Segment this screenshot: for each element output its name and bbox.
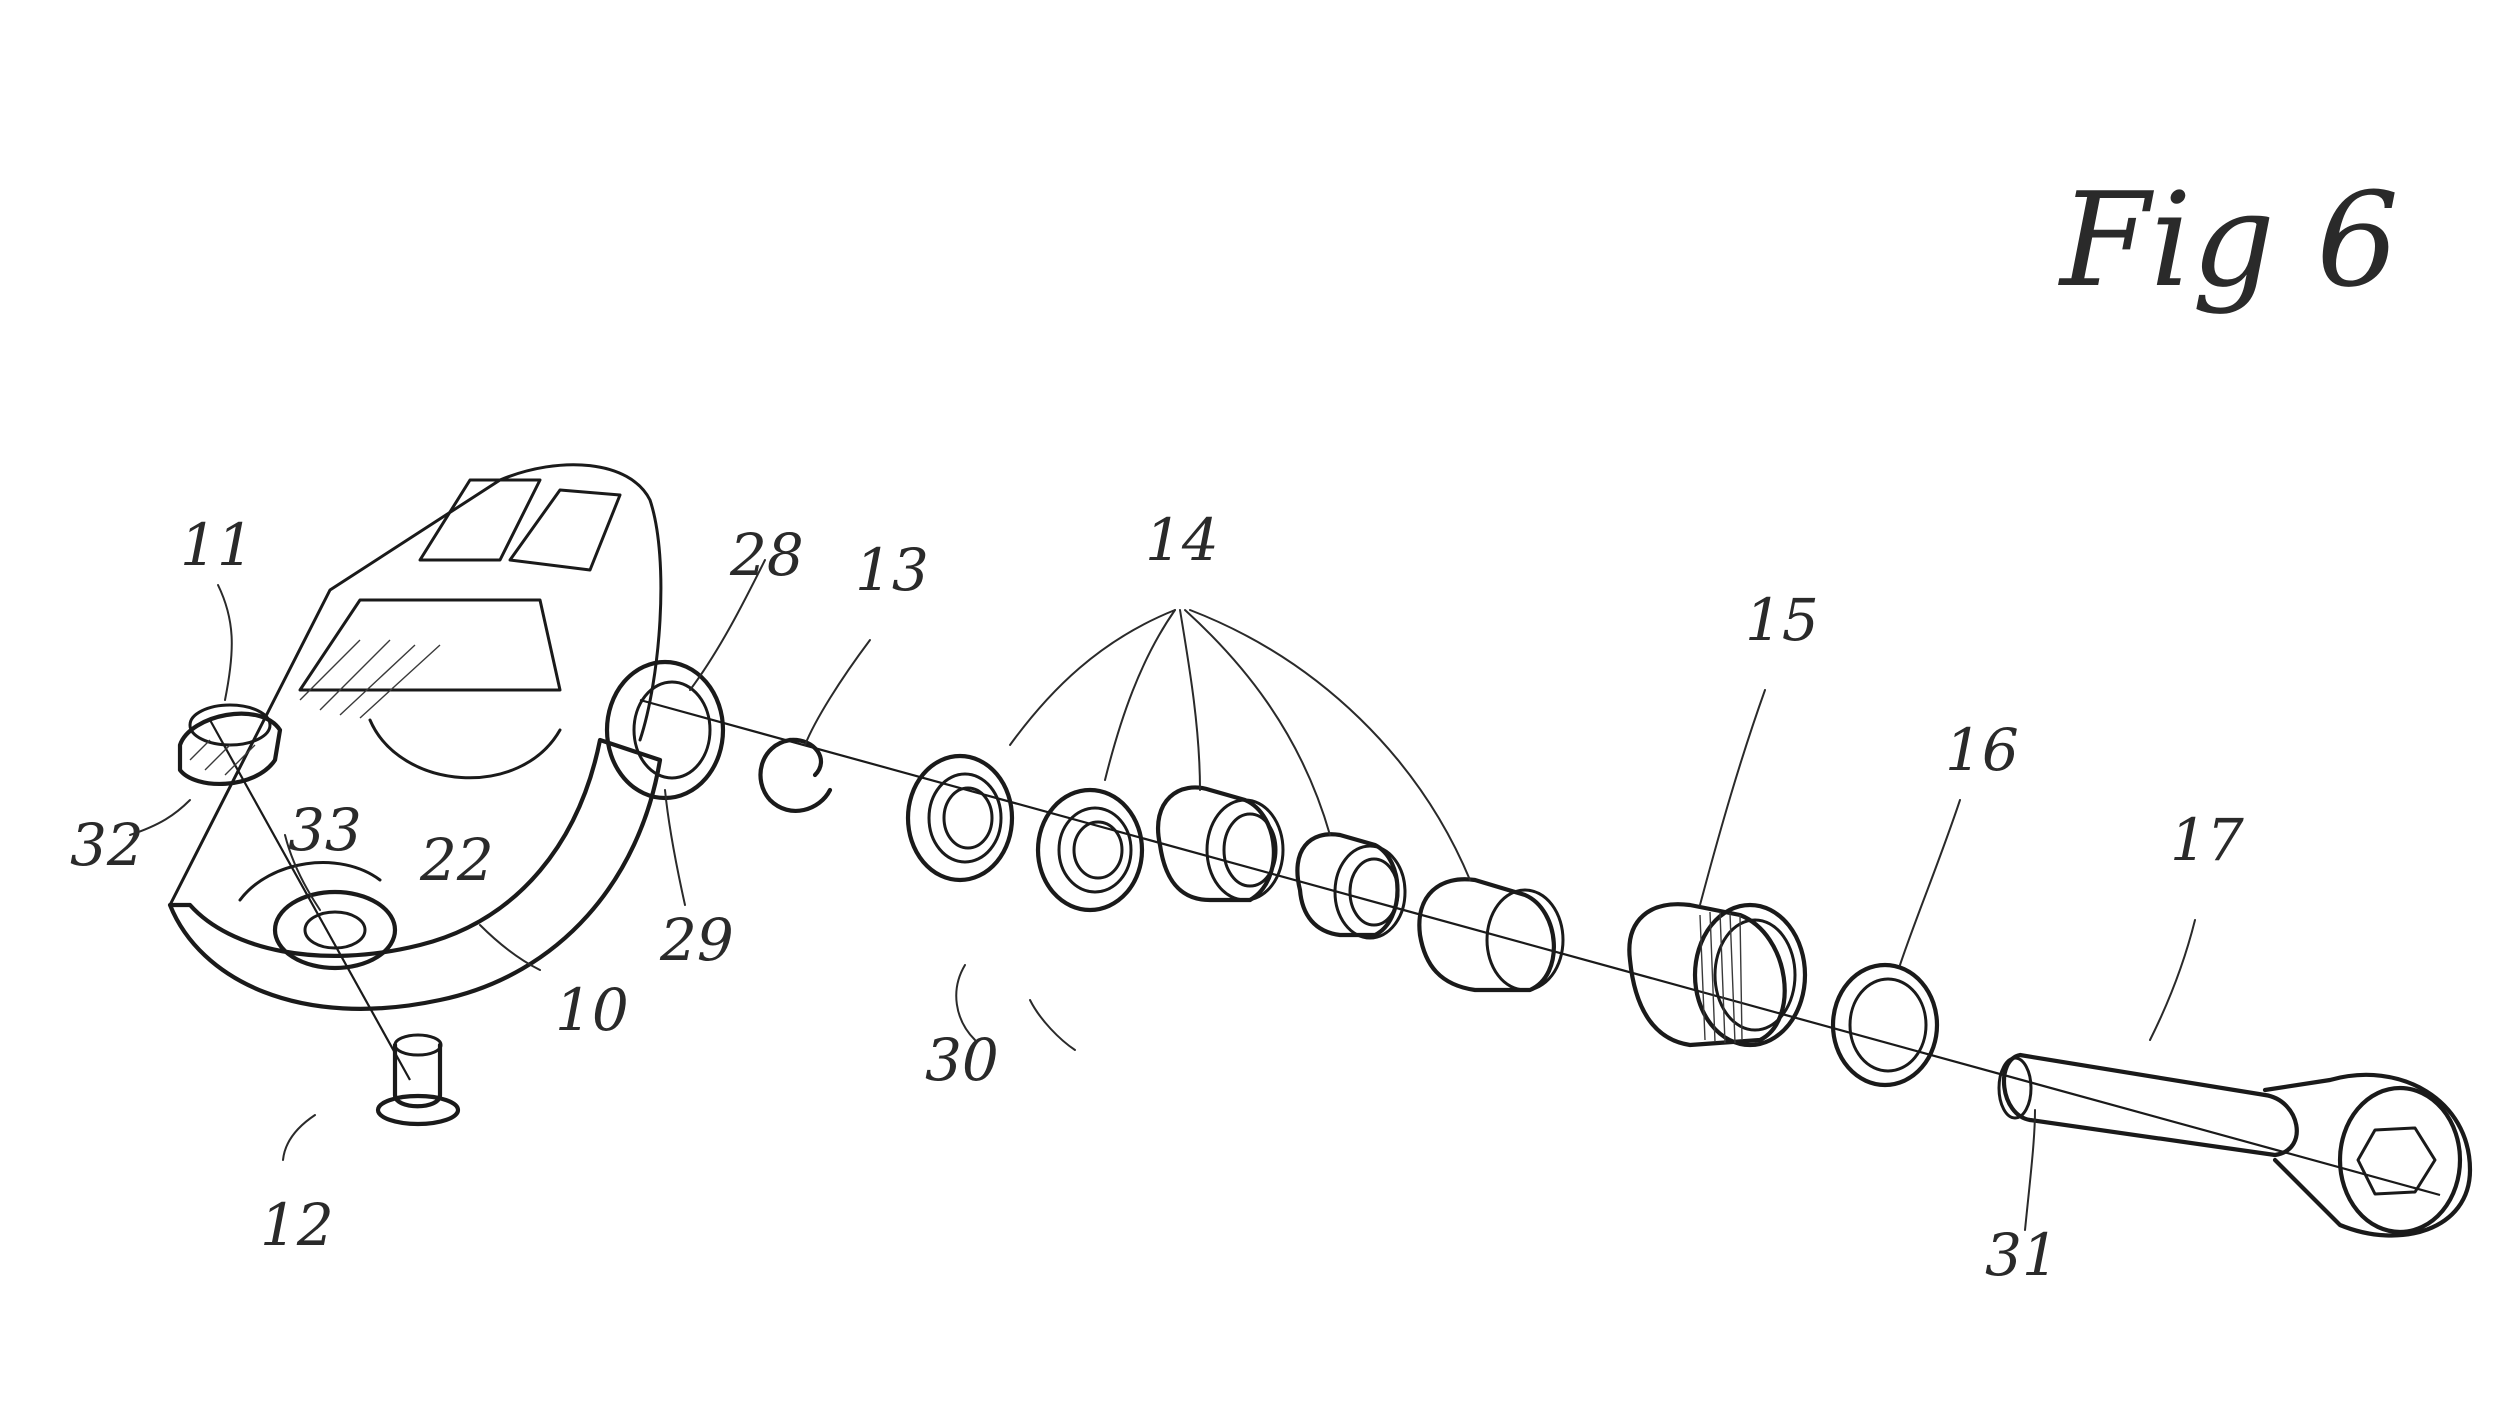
label-12: 12 — [260, 1191, 334, 1259]
bushing-1 — [1156, 785, 1285, 903]
label-28: 28 — [729, 521, 804, 589]
bearing-1 — [905, 753, 1015, 883]
leader-lines — [129, 559, 2196, 1231]
label-22: 22 — [419, 826, 494, 894]
washer-part-16 — [1830, 962, 1940, 1088]
figure-title: Fig 6 — [2058, 164, 2399, 316]
housing-boss — [272, 889, 398, 971]
hex-socket-icon — [2356, 1126, 2437, 1196]
bushing-2 — [1295, 832, 1407, 940]
bearing-2 — [1035, 787, 1145, 913]
label-30: 30 — [925, 1026, 999, 1094]
label-16: 16 — [1945, 716, 2019, 784]
label-32: 32 — [70, 811, 144, 879]
nut-part-15 — [1627, 902, 1808, 1048]
label-29: 29 — [659, 906, 734, 974]
label-11: 11 — [180, 511, 254, 579]
label-13: 13 — [855, 536, 929, 604]
label-15: 15 — [1745, 586, 1819, 654]
label-10: 10 — [555, 976, 629, 1044]
clip-part-13 — [758, 737, 833, 813]
housing-part-10 — [167, 463, 663, 1011]
label-17: 17 — [2170, 806, 2244, 874]
fastener-part-11 — [177, 703, 283, 786]
label-14: 14 — [1145, 506, 1219, 574]
assembly-axis — [639, 698, 2441, 1197]
bolt-part-17 — [1997, 1052, 2473, 1238]
label-31: 31 — [1985, 1221, 2059, 1289]
reference-labels: 11 32 33 22 10 12 28 29 13 14 30 15 16 1… — [70, 506, 2244, 1289]
sleeve — [1417, 877, 1565, 993]
pin-part-12 — [375, 1033, 461, 1127]
label-33: 33 — [288, 796, 362, 864]
ring-part-28 — [604, 659, 726, 801]
